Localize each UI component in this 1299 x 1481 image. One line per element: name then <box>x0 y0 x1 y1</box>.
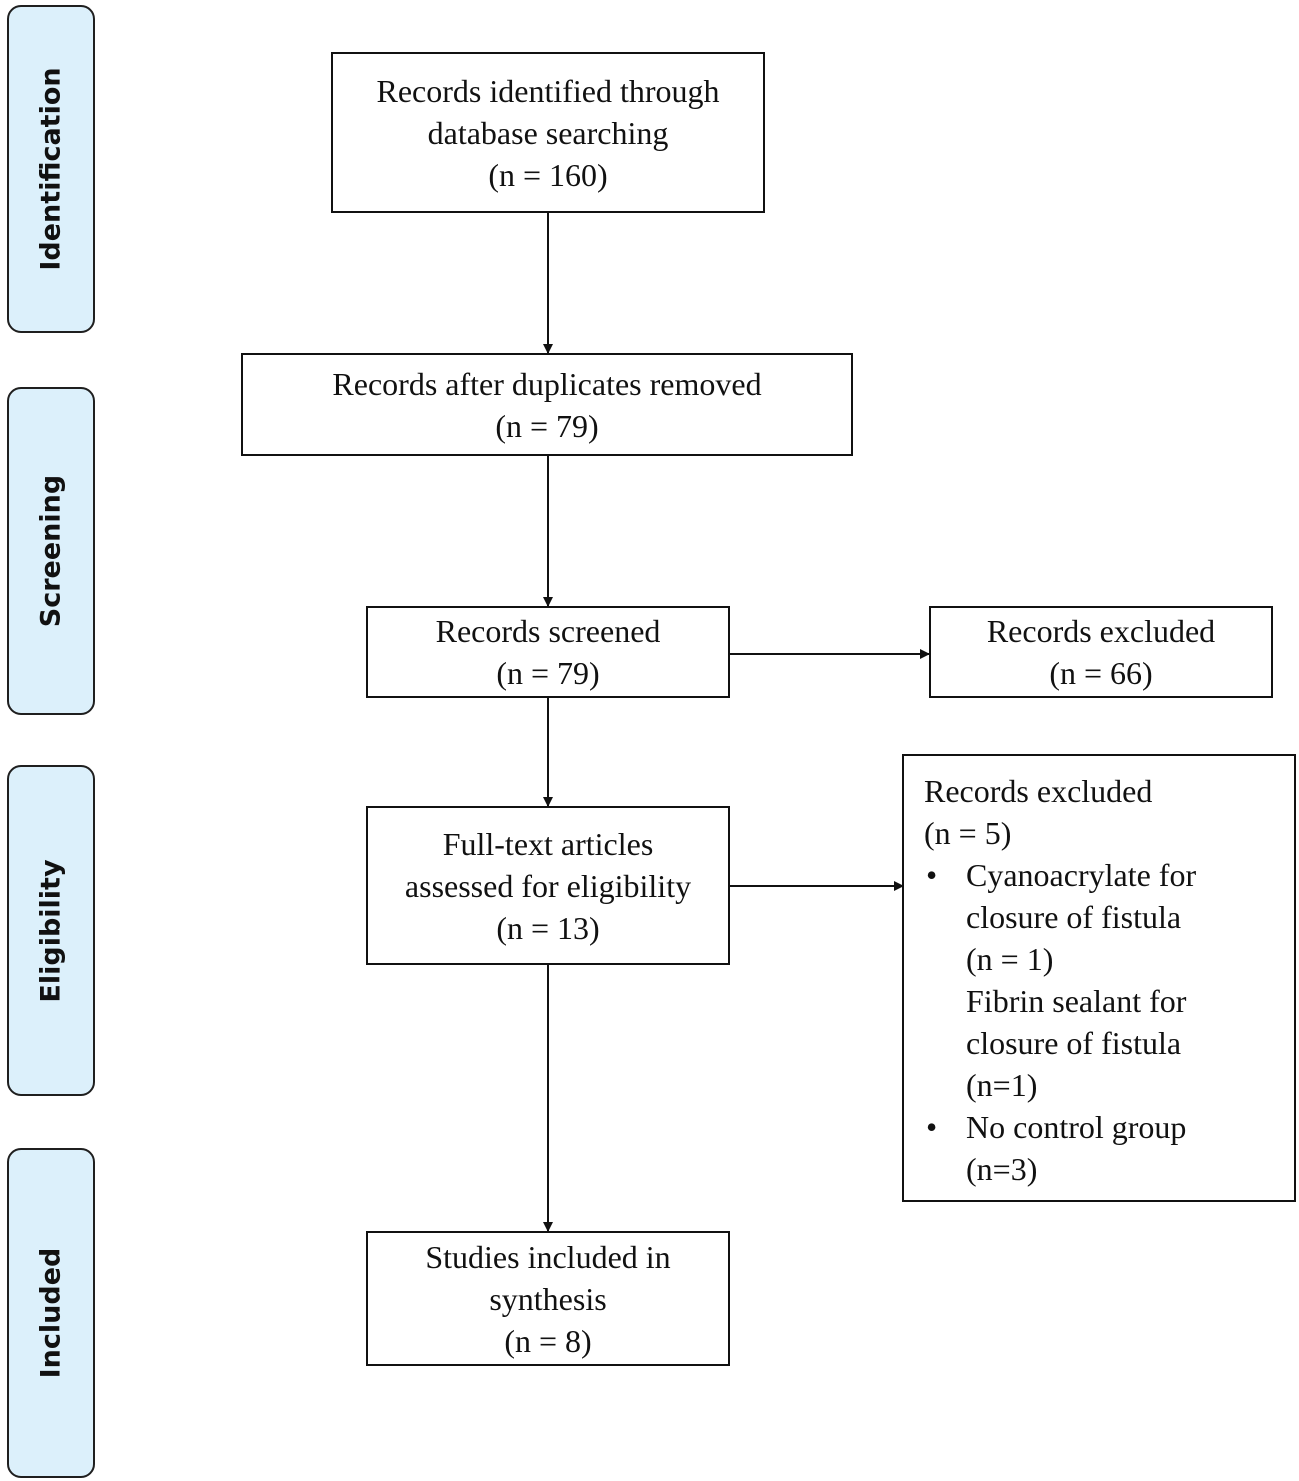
box-studies-included-line1: Studies included in <box>425 1238 671 1275</box>
bullet-icon: • <box>926 857 938 893</box>
box-fulltext-assessed-line2: assessed for eligibility <box>404 867 692 904</box>
exclusion-reason-line2: closure of fistula <box>966 899 1182 935</box>
box-records-identified-count: (n = 160) <box>488 156 608 193</box>
box-records-identified-line2: database searching <box>427 114 669 151</box>
box-records-identified: Records identified through database sear… <box>331 52 765 213</box>
phase-eligibility: Eligibility <box>7 765 95 1096</box>
exclusion-reason-cyanoacrylate: • Cyanoacrylate for <box>924 854 1196 896</box>
fulltext-excluded-title: Records excluded <box>924 773 1153 809</box>
box-records-deduplicated: Records after duplicates removed (n = 79… <box>241 353 853 456</box>
exclusion-reason-no-control-count: (n=3) <box>966 1151 1038 1187</box>
exclusion-reason-line1: No control group <box>966 1109 1187 1145</box>
bullet-icon: • <box>926 1109 938 1145</box>
box-fulltext-assessed: Full-text articles assessed for eligibil… <box>366 806 730 965</box>
phase-screening: Screening <box>7 387 95 715</box>
exclusion-reason-line1: Cyanoacrylate for <box>966 857 1197 893</box>
box-screen-excluded-count: (n = 66) <box>1049 655 1153 691</box>
box-screen-excluded: Records excluded (n = 66) <box>929 606 1273 698</box>
exclusion-reason-fibrin-line2: closure of fistula <box>966 1025 1182 1061</box>
exclusion-reason-fibrin-line1: Fibrin sealant for <box>966 983 1187 1019</box>
phase-identification: Identification <box>7 5 95 333</box>
box-records-deduplicated-count: (n = 79) <box>495 407 599 444</box>
box-records-screened-count: (n = 79) <box>496 655 600 691</box>
box-studies-included: Studies included in synthesis (n = 8) <box>366 1231 730 1366</box>
box-records-identified-line1: Records identified through <box>376 72 720 109</box>
box-records-deduplicated-line1: Records after duplicates removed <box>332 365 762 402</box>
exclusion-reason-no-control: • No control group <box>924 1106 1186 1148</box>
fulltext-excluded-count: (n = 5) <box>924 815 1012 851</box>
box-screen-excluded-line1: Records excluded <box>986 613 1216 649</box>
box-studies-included-count: (n = 8) <box>504 1322 592 1359</box>
exclusion-reason-count: (n = 1) <box>966 941 1054 977</box>
box-records-screened: Records screened (n = 79) <box>366 606 730 698</box>
phase-included: Included <box>7 1148 95 1478</box>
exclusion-reason-fibrin-count: (n=1) <box>966 1067 1038 1103</box>
box-records-screened-line1: Records screened <box>435 613 661 649</box>
box-fulltext-excluded: Records excluded (n = 5) • Cyanoacrylate… <box>902 754 1296 1202</box>
box-studies-included-line2: synthesis <box>489 1280 607 1317</box>
box-fulltext-assessed-count: (n = 13) <box>496 909 600 946</box>
box-fulltext-assessed-line1: Full-text articles <box>442 825 654 862</box>
